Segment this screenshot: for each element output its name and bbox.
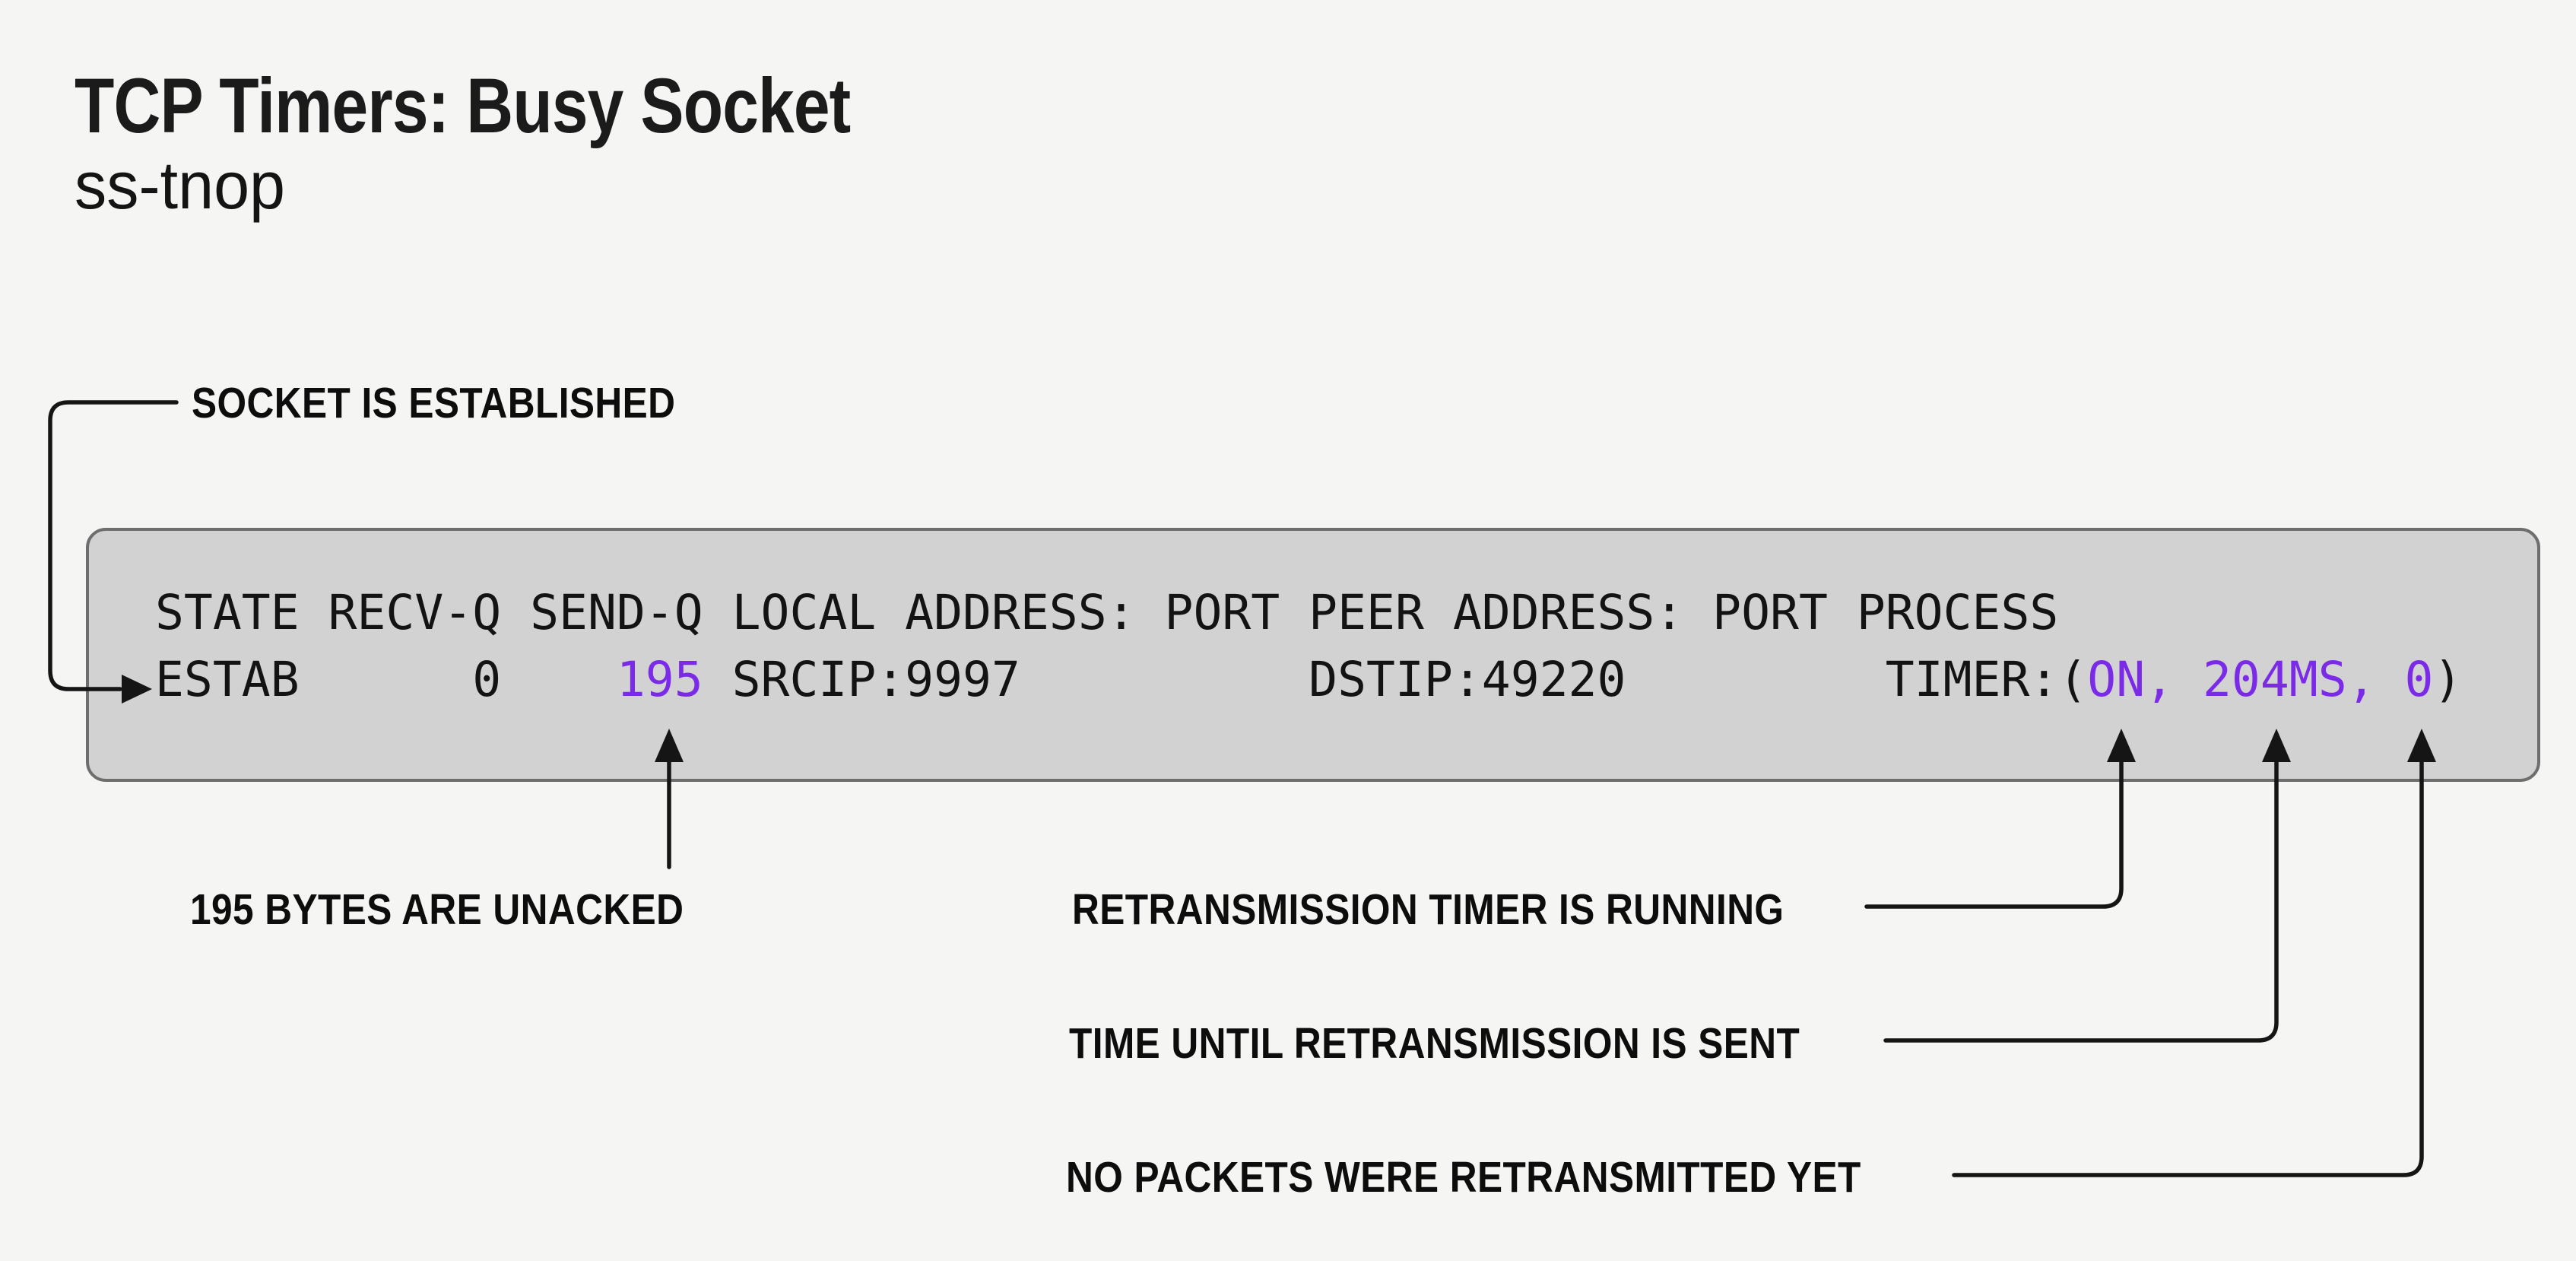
ss-command-output: STATE RECV-Q SEND-Q LOCAL ADDRESS: PORT …: [155, 580, 2462, 713]
page-title: TCP Timers: Busy Socket: [75, 62, 851, 149]
terminal-timer-value: ON, 204MS, 0: [2087, 652, 2434, 707]
terminal-timer-close-paren: ): [2433, 652, 2463, 707]
leader-no-packets: [1952, 729, 2436, 1177]
annotation-no-packets-retransmitted: NO PACKETS WERE RETRANSMITTED YET: [1066, 1153, 1861, 1202]
terminal-addresses-timer-label: SRCIP:9997 DSTIP:49220 TIMER:(: [703, 652, 2088, 707]
terminal-state-queues: ESTAB 0: [155, 652, 617, 707]
terminal-sendq-value: 195: [616, 652, 703, 707]
annotation-bytes-unacked: 195 BYTES ARE UNACKED: [190, 885, 684, 934]
annotation-socket-established: SOCKET IS ESTABLISHED: [192, 379, 676, 427]
annotation-time-until-retransmission: TIME UNTIL RETRANSMISSION IS SENT: [1069, 1019, 1800, 1068]
terminal-output-box: STATE RECV-Q SEND-Q LOCAL ADDRESS: PORT …: [86, 528, 2540, 782]
page-subtitle-command: ss-tnop: [75, 148, 286, 223]
terminal-header-row: STATE RECV-Q SEND-Q LOCAL ADDRESS: PORT …: [155, 585, 2059, 640]
annotation-retransmission-timer-running: RETRANSMISSION TIMER IS RUNNING: [1072, 885, 1784, 934]
